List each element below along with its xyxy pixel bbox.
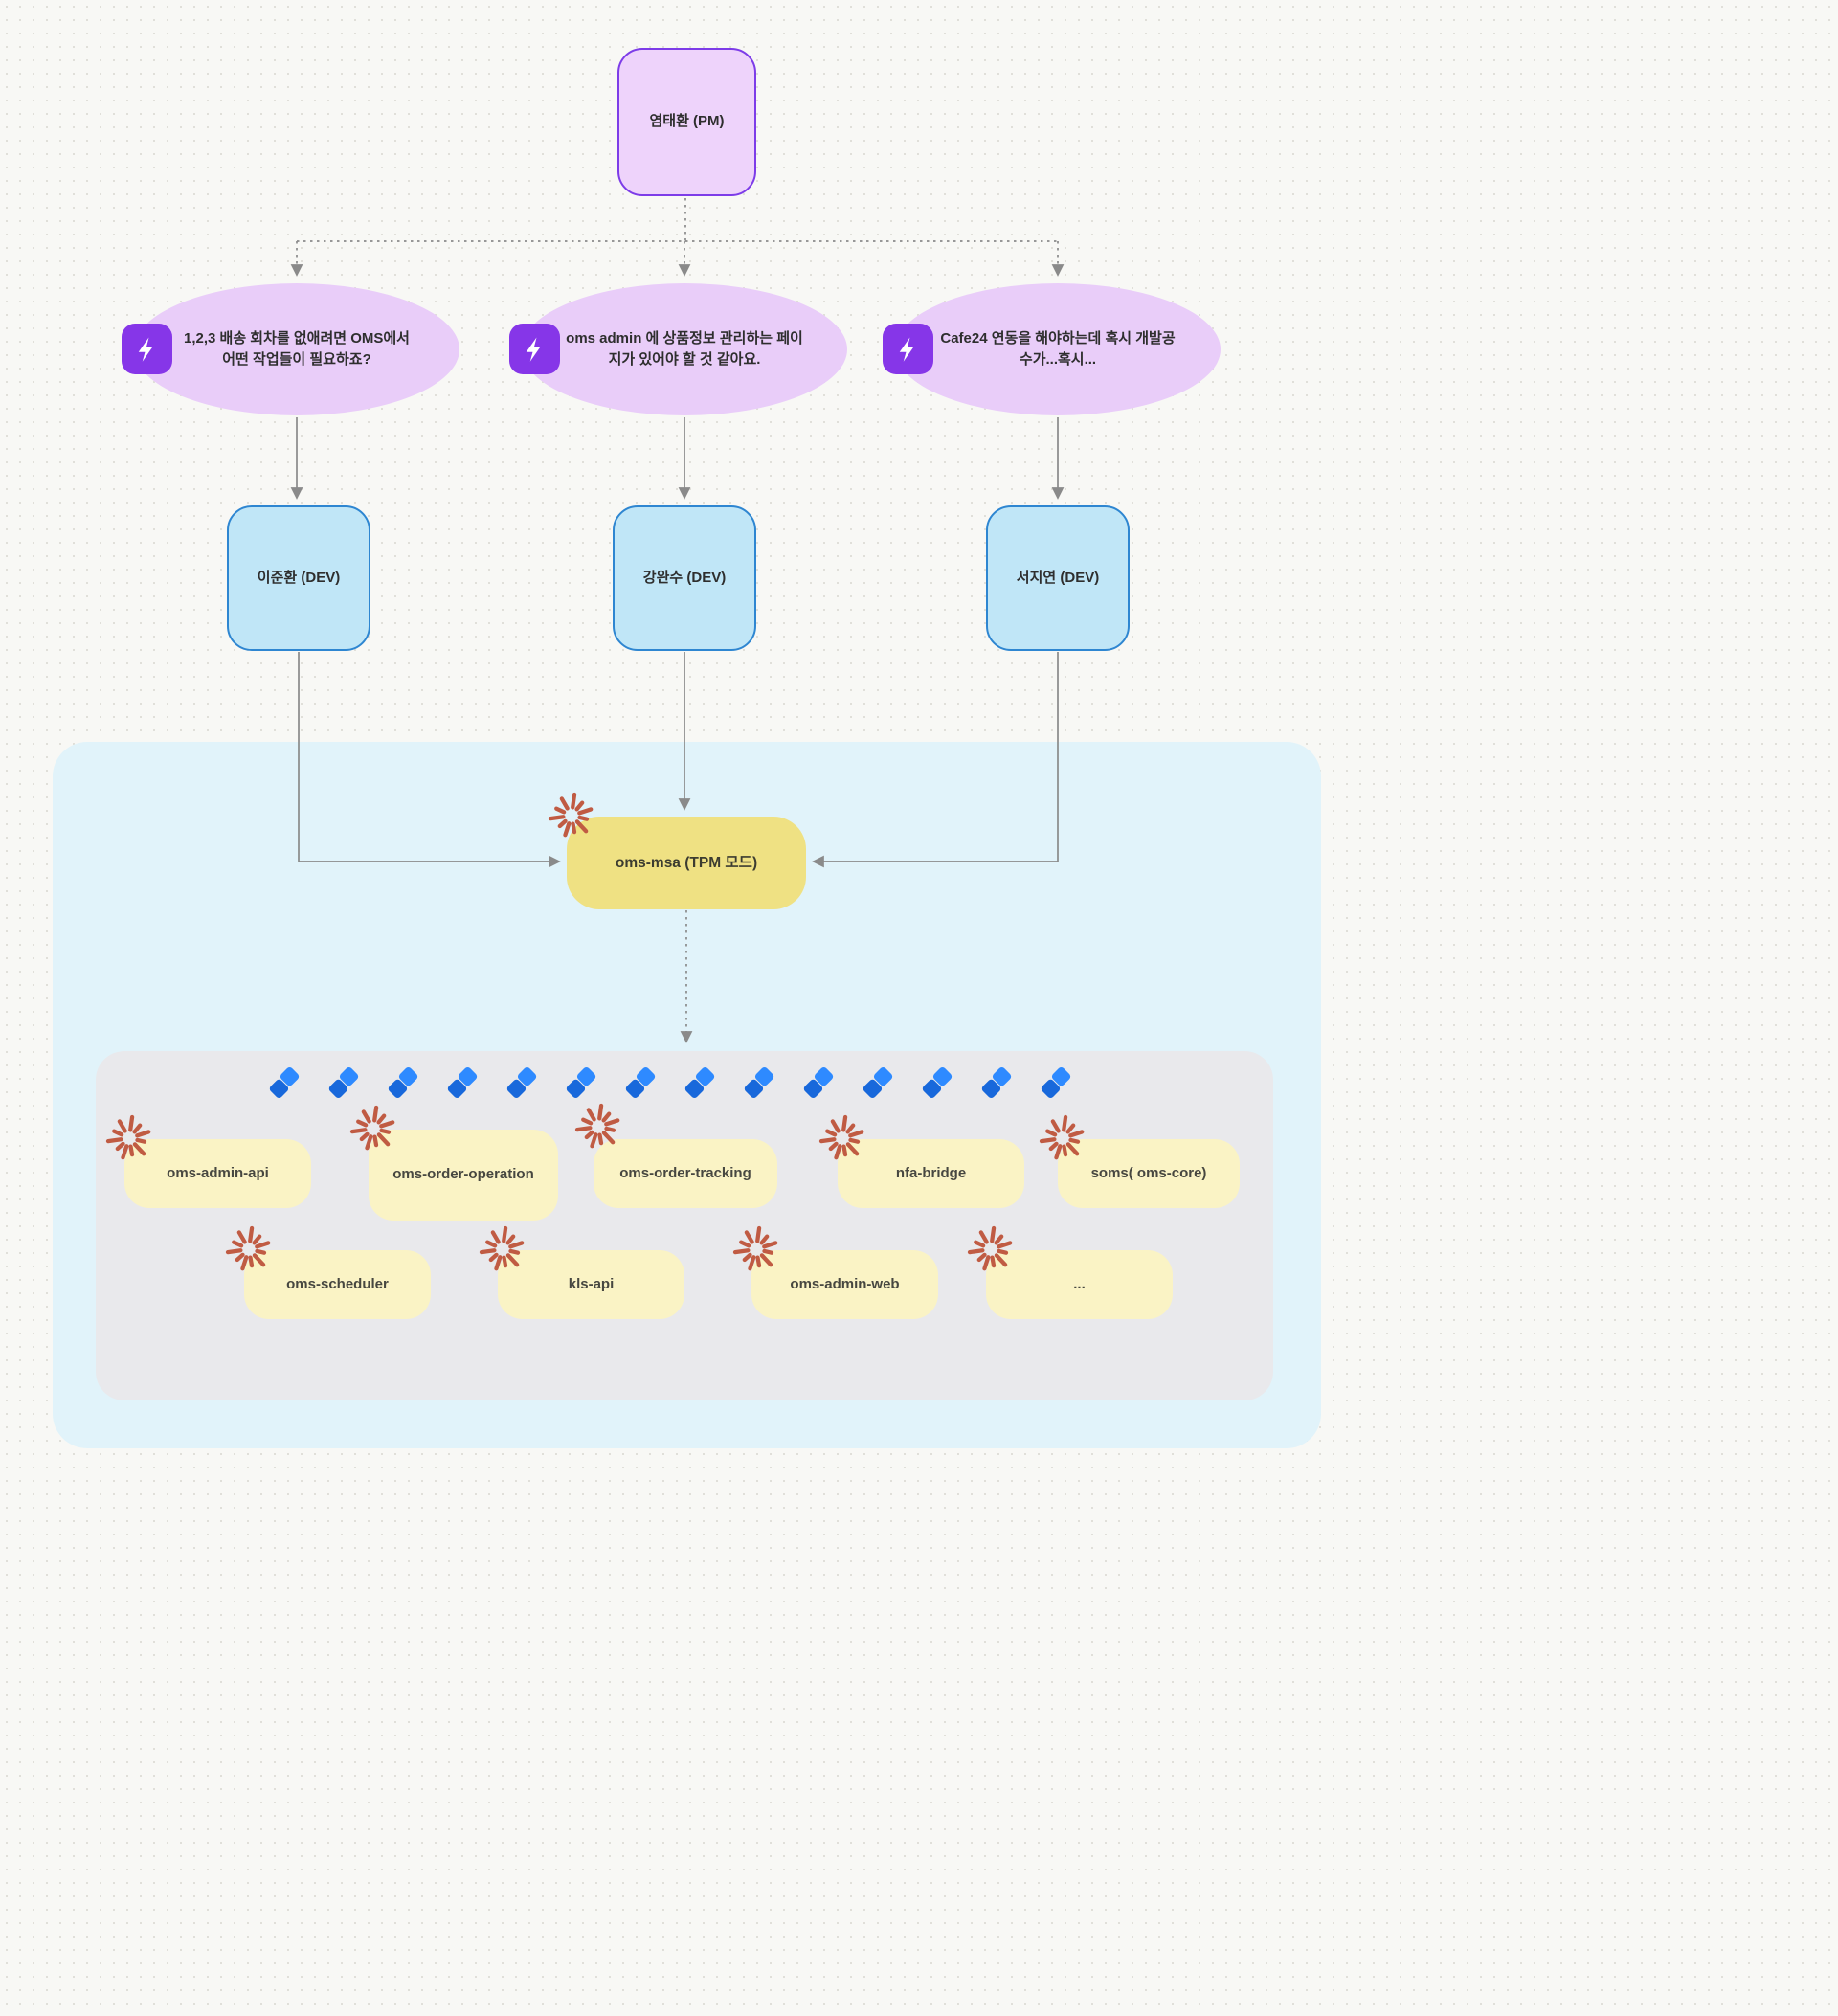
repo-label: ...: [1073, 1275, 1086, 1292]
jira-icon: [978, 1064, 1015, 1101]
dev-2-label: 강완수 (DEV): [642, 569, 727, 586]
node-dev-3[interactable]: 서지연 (DEV): [986, 505, 1130, 651]
lightning-icon: [509, 324, 560, 374]
node-repo-oms-scheduler[interactable]: oms-scheduler: [244, 1250, 431, 1319]
starburst-icon: [221, 1221, 277, 1277]
repos-section-panel[interactable]: [96, 1051, 1273, 1400]
node-pm[interactable]: 염태환 (PM): [617, 48, 756, 196]
node-question-1[interactable]: 1,2,3 배송 회차를 없애려면 OMS에서 어떤 작업들이 필요하죠?: [134, 283, 460, 415]
node-question-3[interactable]: Cafe24 연동을 해야하는데 혹시 개발공수가...혹시...: [895, 283, 1221, 415]
jira-icon: [325, 1064, 362, 1101]
jira-icon: [563, 1064, 599, 1101]
starburst-icon: [101, 1110, 157, 1166]
dev-1-label: 이준환 (DEV): [257, 569, 341, 586]
jira-icon: [444, 1064, 481, 1101]
node-question-2[interactable]: oms admin 에 상품정보 관리하는 페이지가 있어야 할 것 같아요.: [522, 283, 847, 415]
starburst-icon: [963, 1221, 1019, 1277]
lightning-icon: [883, 324, 933, 374]
starburst-icon: [1035, 1110, 1090, 1166]
question-2-label: oms admin 에 상품정보 관리하는 페이지가 있어야 할 것 같아요.: [566, 329, 803, 369]
repo-label: oms-order-tracking: [619, 1164, 751, 1181]
question-3-label: Cafe24 연동을 해야하는데 혹시 개발공수가...혹시...: [940, 329, 1176, 369]
jira-icon: [741, 1064, 777, 1101]
node-repo-oms-order-tracking[interactable]: oms-order-tracking: [594, 1139, 777, 1208]
repo-label: kls-api: [568, 1275, 615, 1292]
starburst-icon: [346, 1101, 401, 1156]
node-repo-nfa-bridge[interactable]: nfa-bridge: [838, 1139, 1024, 1208]
repo-label: oms-admin-api: [167, 1164, 269, 1181]
question-1-label: 1,2,3 배송 회차를 없애려면 OMS에서 어떤 작업들이 필요하죠?: [183, 329, 410, 369]
jira-icon: [682, 1064, 718, 1101]
jira-icon: [1038, 1064, 1074, 1101]
jira-icon: [800, 1064, 837, 1101]
jira-icon: [266, 1064, 303, 1101]
repo-label: soms( oms-core): [1090, 1164, 1207, 1181]
node-repo-oms-admin-web[interactable]: oms-admin-web: [751, 1250, 938, 1319]
lightning-icon: [122, 324, 172, 374]
repo-label: oms-scheduler: [286, 1275, 389, 1292]
node-oms-msa[interactable]: oms-msa (TPM 모드): [567, 817, 806, 909]
jira-icon-row: [266, 1064, 1074, 1101]
dev-3-label: 서지연 (DEV): [1016, 569, 1100, 586]
starburst-icon: [815, 1110, 870, 1166]
pm-label: 염태환 (PM): [649, 113, 725, 130]
jira-icon: [504, 1064, 540, 1101]
repo-label: nfa-bridge: [895, 1164, 967, 1181]
jira-icon: [860, 1064, 896, 1101]
node-repo-soms-oms-core[interactable]: soms( oms-core): [1058, 1139, 1240, 1208]
oms-msa-label: oms-msa (TPM 모드): [615, 854, 758, 871]
starburst-icon: [728, 1221, 784, 1277]
jira-icon: [622, 1064, 659, 1101]
node-repo-kls-api[interactable]: kls-api: [498, 1250, 684, 1319]
starburst-icon: [571, 1099, 626, 1154]
node-dev-2[interactable]: 강완수 (DEV): [613, 505, 756, 651]
jira-icon: [385, 1064, 421, 1101]
starburst-icon: [475, 1221, 530, 1277]
repo-label: oms-admin-web: [790, 1275, 900, 1292]
node-dev-1[interactable]: 이준환 (DEV): [227, 505, 370, 651]
node-repo-oms-order-operation[interactable]: oms-order-operation: [369, 1130, 558, 1221]
node-repo-oms-admin-api[interactable]: oms-admin-api: [124, 1139, 311, 1208]
node-repo-ellipsis[interactable]: ...: [986, 1250, 1173, 1319]
jira-icon: [919, 1064, 955, 1101]
starburst-icon: [544, 788, 599, 843]
repo-label: oms-order-operation: [392, 1166, 534, 1183]
